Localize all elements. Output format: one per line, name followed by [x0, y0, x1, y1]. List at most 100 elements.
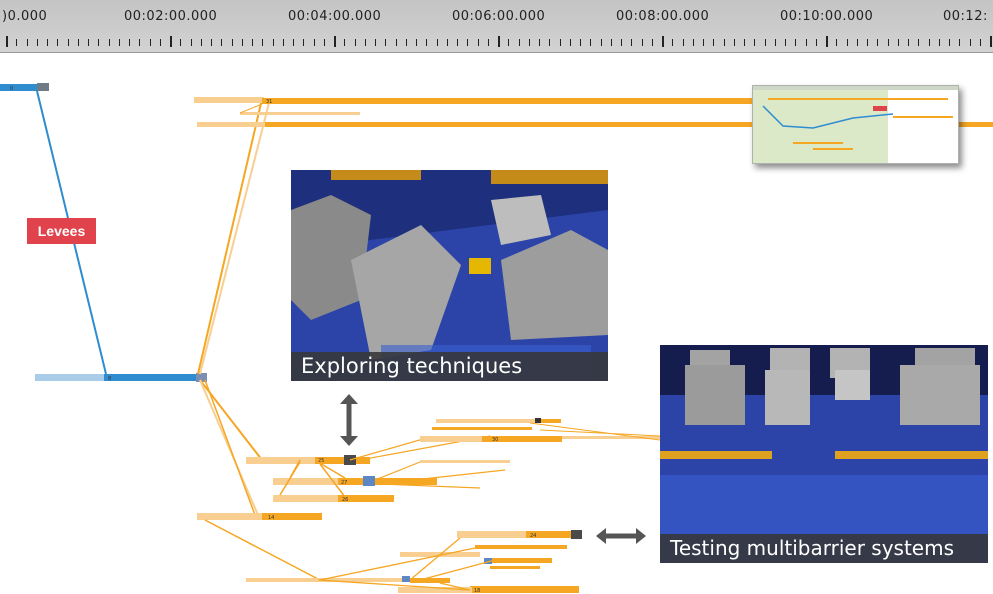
- ruler-tick: [580, 39, 581, 46]
- ruler-tick: [160, 39, 161, 46]
- node-label-18: 18: [474, 588, 480, 594]
- ruler-tick: [211, 39, 212, 46]
- ruler-tick: [119, 39, 120, 46]
- node-bar-top-a[interactable]: [262, 98, 762, 104]
- ruler-tick: [621, 39, 622, 46]
- ruler-tick: [303, 39, 304, 46]
- node-thumb-root[interactable]: [37, 83, 49, 91]
- ruler-tick: [6, 36, 8, 47]
- ruler-tick: [929, 39, 930, 46]
- ruler-tick: [221, 39, 222, 46]
- ruler-tick: [529, 39, 530, 46]
- timeline-ticks: [0, 36, 993, 50]
- ruler-tick: [437, 39, 438, 46]
- node-bar-25-light[interactable]: [246, 457, 318, 464]
- node-bar-27-light[interactable]: [273, 478, 341, 485]
- ruler-tick: [703, 39, 704, 46]
- time-label-0: )0.000: [2, 9, 48, 24]
- ruler-tick: [877, 39, 878, 46]
- ruler-tick: [57, 39, 58, 46]
- node-bar-root[interactable]: [0, 84, 40, 91]
- ruler-tick: [939, 39, 940, 46]
- ruler-tick: [806, 39, 807, 46]
- node-bar-14-light[interactable]: [197, 513, 265, 520]
- ruler-tick: [652, 39, 653, 46]
- ruler-tick: [611, 39, 612, 46]
- ruler-tick: [396, 39, 397, 46]
- ruler-tick: [334, 36, 336, 47]
- node-bar-blue-light[interactable]: [35, 374, 107, 381]
- node-thumb-blue-main[interactable]: [196, 373, 207, 382]
- node-bar-top-b-light[interactable]: [197, 122, 267, 127]
- node-bar-26[interactable]: [338, 495, 394, 502]
- ruler-tick: [631, 39, 632, 46]
- node-label-24: 24: [530, 533, 536, 539]
- ruler-tick: [539, 39, 540, 46]
- ruler-tick: [898, 39, 899, 46]
- ruler-tick: [16, 39, 17, 46]
- node-label-root: 0: [10, 86, 13, 92]
- node-bar-27[interactable]: [338, 478, 364, 485]
- ruler-tick: [129, 39, 130, 46]
- double-horizontal-arrow-icon: [596, 528, 646, 544]
- mini-screenshot[interactable]: [752, 85, 959, 164]
- time-label-5: 00:10:00.000: [780, 9, 874, 24]
- ruler-tick: [826, 36, 828, 47]
- ruler-tick: [416, 39, 417, 46]
- node-bar-top-a-light[interactable]: [194, 97, 264, 103]
- ruler-tick: [734, 39, 735, 46]
- ruler-tick: [47, 39, 48, 46]
- ruler-tick: [908, 39, 909, 46]
- node-label-30: 30: [492, 437, 498, 443]
- ruler-tick: [344, 39, 345, 46]
- ruler-tick: [170, 36, 172, 47]
- node-bar-18[interactable]: [470, 586, 579, 593]
- ruler-tick: [672, 39, 673, 46]
- ruler-tick: [795, 39, 796, 46]
- node-bar-14[interactable]: [262, 513, 322, 520]
- node-bar-24-light[interactable]: [457, 531, 529, 538]
- time-label-2: 00:04:00.000: [288, 9, 382, 24]
- node-thumb-24[interactable]: [571, 530, 582, 539]
- node-label-14: 14: [268, 515, 274, 521]
- ruler-tick: [242, 39, 243, 46]
- ruler-tick: [150, 39, 151, 46]
- ruler-tick: [816, 39, 817, 46]
- ruler-tick: [549, 39, 550, 46]
- exploring-caption: Exploring techniques: [291, 352, 608, 381]
- ruler-tick: [232, 39, 233, 46]
- testing-screenshot[interactable]: Testing multibarrier systems: [660, 345, 988, 563]
- ruler-tick: [918, 39, 919, 46]
- ruler-tick: [775, 39, 776, 46]
- ruler-tick: [180, 39, 181, 46]
- ruler-tick: [457, 39, 458, 46]
- ruler-tick: [959, 39, 960, 46]
- ruler-tick: [488, 39, 489, 46]
- ruler-tick: [88, 39, 89, 46]
- ruler-tick: [990, 36, 992, 47]
- node-bar-top-b[interactable]: [265, 122, 755, 127]
- ruler-tick: [867, 39, 868, 46]
- node-bar-blue-main[interactable]: [104, 374, 196, 381]
- node-bar-24[interactable]: [526, 531, 572, 538]
- ruler-tick: [283, 39, 284, 46]
- ruler-tick: [847, 39, 848, 46]
- ruler-tick: [191, 39, 192, 46]
- ruler-tick: [293, 39, 294, 46]
- node-label-26: 26: [342, 497, 348, 503]
- ruler-tick: [406, 39, 407, 46]
- node-bar-26-light[interactable]: [273, 495, 341, 502]
- ruler-tick: [109, 39, 110, 46]
- ruler-tick: [68, 39, 69, 46]
- node-thumb-27[interactable]: [363, 476, 375, 486]
- levees-badge: Levees: [27, 218, 96, 244]
- ruler-tick: [262, 39, 263, 46]
- ruler-tick: [314, 39, 315, 46]
- node-bar-25[interactable]: [315, 457, 345, 464]
- exploring-screenshot[interactable]: Exploring techniques: [291, 170, 608, 381]
- ruler-tick: [601, 39, 602, 46]
- node-label-27: 27: [341, 480, 347, 486]
- timeline-ruler[interactable]: )0.000 00:02:00.000 00:04:00.000 00:06:0…: [0, 0, 993, 53]
- time-label-6: 00:12:: [943, 9, 988, 24]
